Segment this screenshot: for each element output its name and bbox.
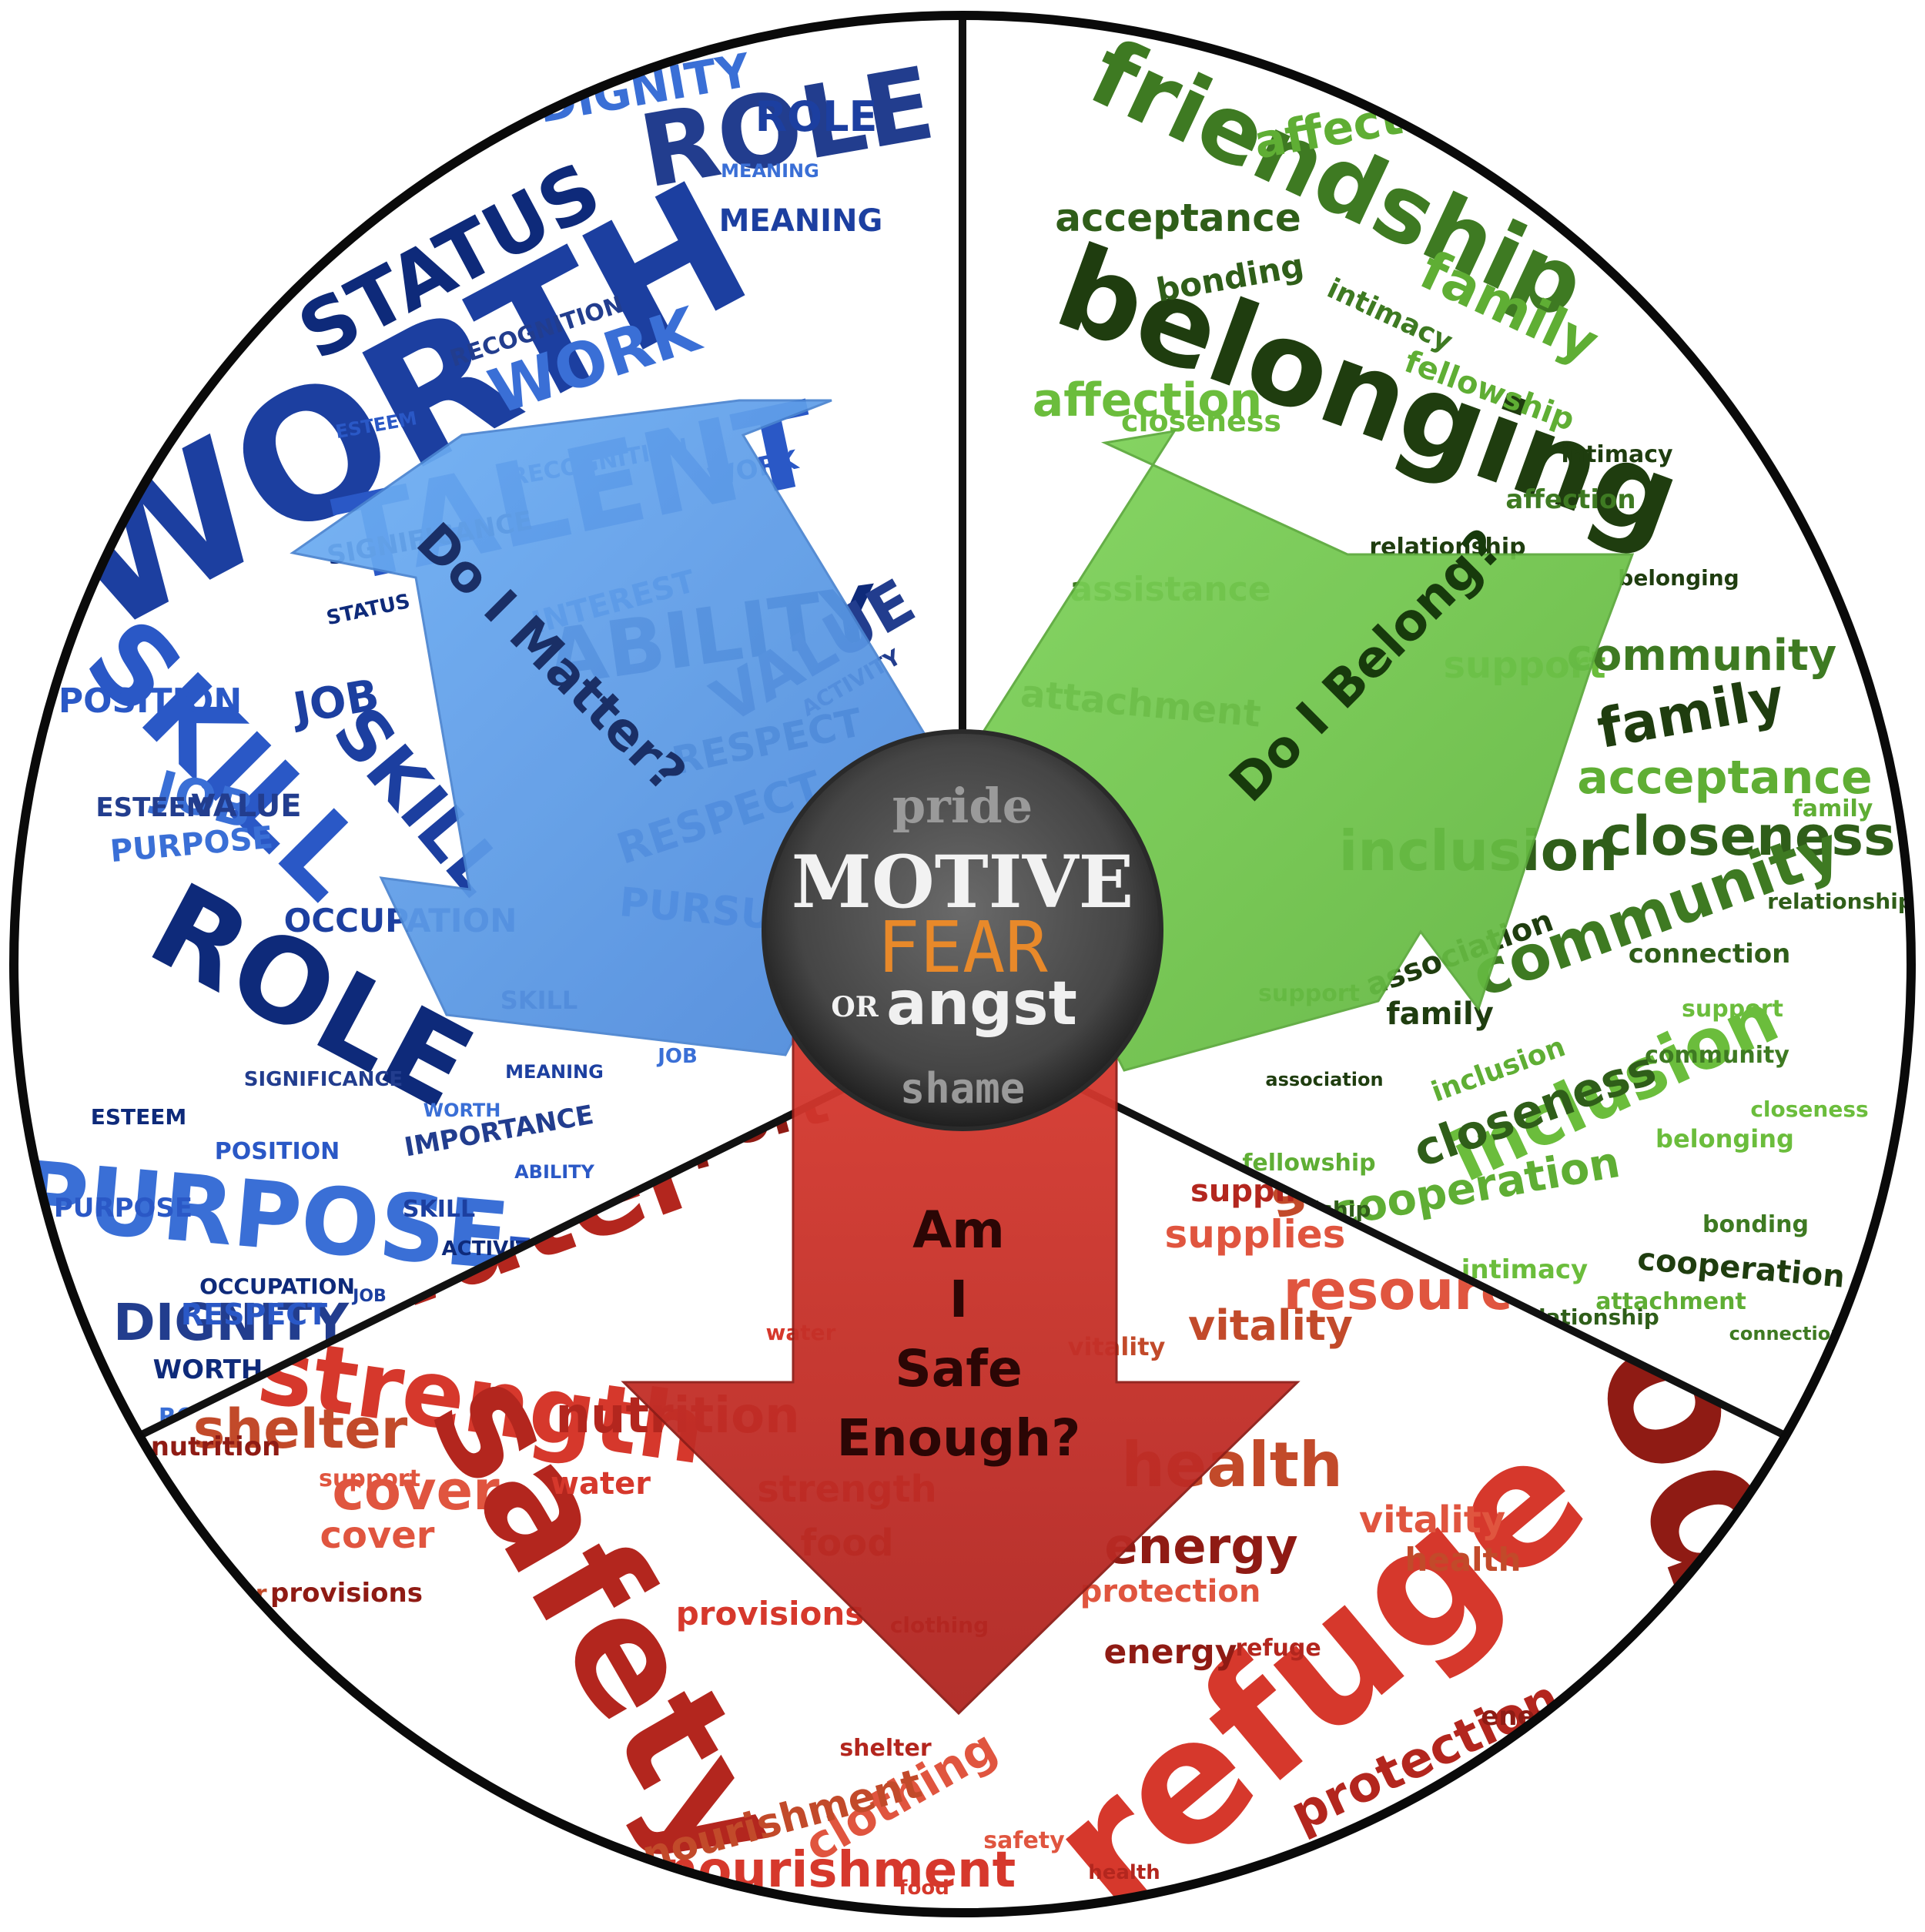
- safety-cloud-word: refuge: [1235, 1635, 1321, 1662]
- safety-cloud-word: shelter: [839, 1735, 932, 1762]
- worth-cloud-word: MEANING: [721, 160, 819, 182]
- worth-cloud-word: JOB: [351, 1287, 387, 1306]
- worth-cloud-word: WORTH: [424, 1100, 501, 1121]
- belonging-cloud-word: support: [1682, 996, 1783, 1023]
- hub-angst: angst: [886, 969, 1077, 1039]
- worth-cloud-word: POSITION: [215, 1138, 340, 1165]
- safety-cloud-word: health: [1088, 1861, 1160, 1884]
- hub-shame: shame: [900, 1064, 1026, 1113]
- worth-cloud-word: POSITION: [59, 681, 242, 721]
- safety-cloud-word: vitality: [1188, 1301, 1353, 1350]
- safe-question-line-2: I: [949, 1270, 969, 1329]
- worth-cloud-word: DIGNITY: [113, 1293, 350, 1352]
- worth-cloud-word: SKILL: [403, 1196, 475, 1223]
- safety-cloud-word: nutrition: [151, 1431, 281, 1462]
- hub-motive: MOTIVE: [792, 840, 1133, 925]
- worth-cloud-word: PURPOSE: [54, 1193, 192, 1224]
- worth-cloud-word: ROLE: [755, 92, 878, 141]
- belonging-cloud-word: community: [1567, 631, 1837, 681]
- worth-cloud-word: ABILITY: [514, 1161, 594, 1183]
- belonging-cloud-word: closeness: [1600, 805, 1895, 868]
- safety-cloud-word: water: [551, 1466, 651, 1502]
- safe-question-line-4: Enough?: [837, 1408, 1081, 1468]
- worth-cloud-word: JOB: [656, 1045, 698, 1068]
- hub-fear: FEAR: [877, 906, 1048, 989]
- safety-cloud-word: protection: [1080, 1574, 1261, 1609]
- safe-question-line-3: Safe: [895, 1339, 1023, 1398]
- safety-cloud-word: energy: [1104, 1632, 1237, 1672]
- belonging-cloud-word: family: [1793, 795, 1873, 822]
- worth-cloud-word: MEANING: [505, 1061, 604, 1083]
- hub-pride: pride: [892, 778, 1033, 834]
- worth-cloud-word: RESPECT: [181, 1297, 327, 1331]
- safety-cloud-word: support: [319, 1465, 420, 1492]
- wheel-border: [9, 11, 1916, 1917]
- belonging-cloud-word: acceptance: [1055, 196, 1301, 240]
- belonging-cloud-word: intimacy: [1561, 441, 1673, 468]
- safety-cloud-word: cover: [332, 1459, 500, 1522]
- belonging-cloud-word: attachment: [1595, 1288, 1746, 1315]
- belonging-cloud-word: fellowship: [1242, 1150, 1375, 1177]
- safety-cloud-word: provisions: [676, 1595, 865, 1632]
- worth-cloud-word: ESTEEM: [95, 792, 212, 823]
- belonging-cloud-word: affection: [1505, 484, 1635, 515]
- safety-cloud-word: vitality: [1359, 1498, 1505, 1542]
- belonging-cloud-word: relationship: [1767, 889, 1913, 914]
- safety-cloud-word: supplies: [1165, 1212, 1346, 1257]
- motive-hub: pride MOTIVE FEAR OR angst shame: [762, 729, 1163, 1131]
- belonging-cloud-word: intimacy: [1461, 1254, 1588, 1285]
- safety-cloud-word: cover: [320, 1514, 435, 1557]
- belonging-cloud-word: connection: [1729, 1323, 1844, 1344]
- hub-or: OR: [831, 991, 879, 1023]
- belonging-cloud-word: affection: [1033, 373, 1263, 427]
- belonging-cloud-word: connection: [1629, 939, 1791, 969]
- belonging-cloud-word: belonging: [1618, 565, 1739, 591]
- worth-cloud-word: VALUE: [191, 789, 301, 824]
- worth-cloud-word: ESTEEM: [91, 1104, 187, 1130]
- worth-cloud-word: MEANING: [719, 203, 883, 239]
- safe-question-line-1: Am: [912, 1200, 1005, 1260]
- belonging-cloud-word: acceptance: [1577, 751, 1872, 805]
- belonging-cloud-word: community: [1645, 1042, 1789, 1069]
- belonging-cloud-word: closeness: [1121, 404, 1281, 438]
- belonging-cloud-word: association: [1265, 1069, 1383, 1090]
- safety-cloud-word: food: [899, 1877, 949, 1900]
- worth-cloud-word: OCCUPATION: [199, 1274, 355, 1299]
- safety-cloud-word: safety: [983, 1827, 1065, 1854]
- safety-cloud-word: health: [1404, 1541, 1521, 1579]
- belonging-cloud-word: belonging: [1656, 1124, 1794, 1154]
- belonging-cloud-word: closeness: [1750, 1097, 1868, 1122]
- belonging-cloud-word: bonding: [1702, 1211, 1809, 1238]
- safety-cloud-word: provisions: [270, 1578, 423, 1609]
- safety-cloud-word: shelter: [193, 1398, 408, 1461]
- worth-cloud-word: SIGNIFICANCE: [244, 1068, 403, 1091]
